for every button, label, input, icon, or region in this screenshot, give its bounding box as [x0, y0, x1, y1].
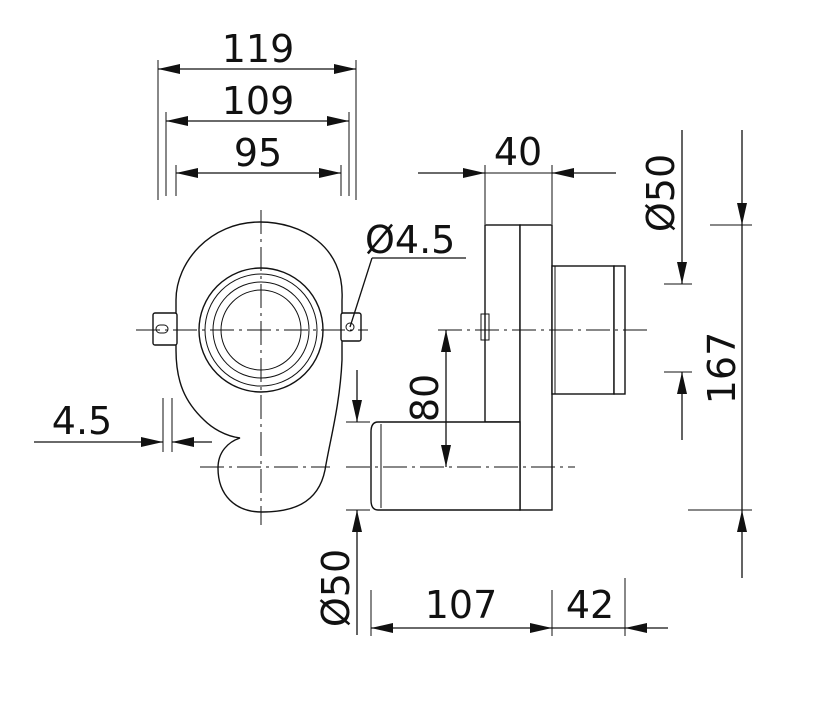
front-view	[136, 210, 368, 525]
dimension-119: 119	[158, 27, 356, 74]
side-back-plate	[484, 224, 521, 423]
dimension-40: 40	[418, 130, 616, 224]
dimension-80-label: 80	[403, 374, 447, 422]
dimension-inlet-diameter: Ø50	[314, 370, 370, 635]
dimension-outlet-diameter: Ø50	[639, 130, 692, 440]
side-offset-label: 4.5	[52, 399, 112, 443]
side-view	[346, 224, 650, 511]
outlet-diameter-label: Ø50	[639, 154, 683, 232]
dimension-167-label: 167	[700, 332, 744, 405]
hole-diameter-label: Ø4.5	[365, 218, 455, 262]
dimension-107-label: 107	[425, 583, 498, 627]
dimension-167: 167	[688, 130, 752, 578]
dimension-95: 95	[176, 131, 341, 178]
dimension-95-label: 95	[234, 131, 282, 175]
dimension-side-offset: 4.5	[34, 398, 212, 452]
dimension-109: 109	[166, 79, 349, 126]
dimension-119-label: 119	[222, 27, 295, 71]
dimension-40-label: 40	[494, 130, 542, 174]
dimension-80: 80	[403, 330, 451, 467]
dimension-107-42: 107 42	[370, 578, 668, 636]
dimension-hole-diameter: Ø4.5	[349, 218, 466, 328]
left-mounting-lug	[152, 312, 178, 346]
dimension-109-label: 109	[222, 79, 295, 123]
width-extension-lines	[157, 60, 357, 200]
side-body	[519, 224, 553, 511]
right-mounting-hole	[345, 322, 355, 332]
inlet-diameter-label: Ø50	[314, 549, 358, 627]
left-mounting-slot	[155, 324, 169, 334]
side-mounting-tab	[480, 313, 490, 341]
right-mounting-lug	[340, 312, 362, 342]
dimension-42-label: 42	[566, 583, 614, 627]
